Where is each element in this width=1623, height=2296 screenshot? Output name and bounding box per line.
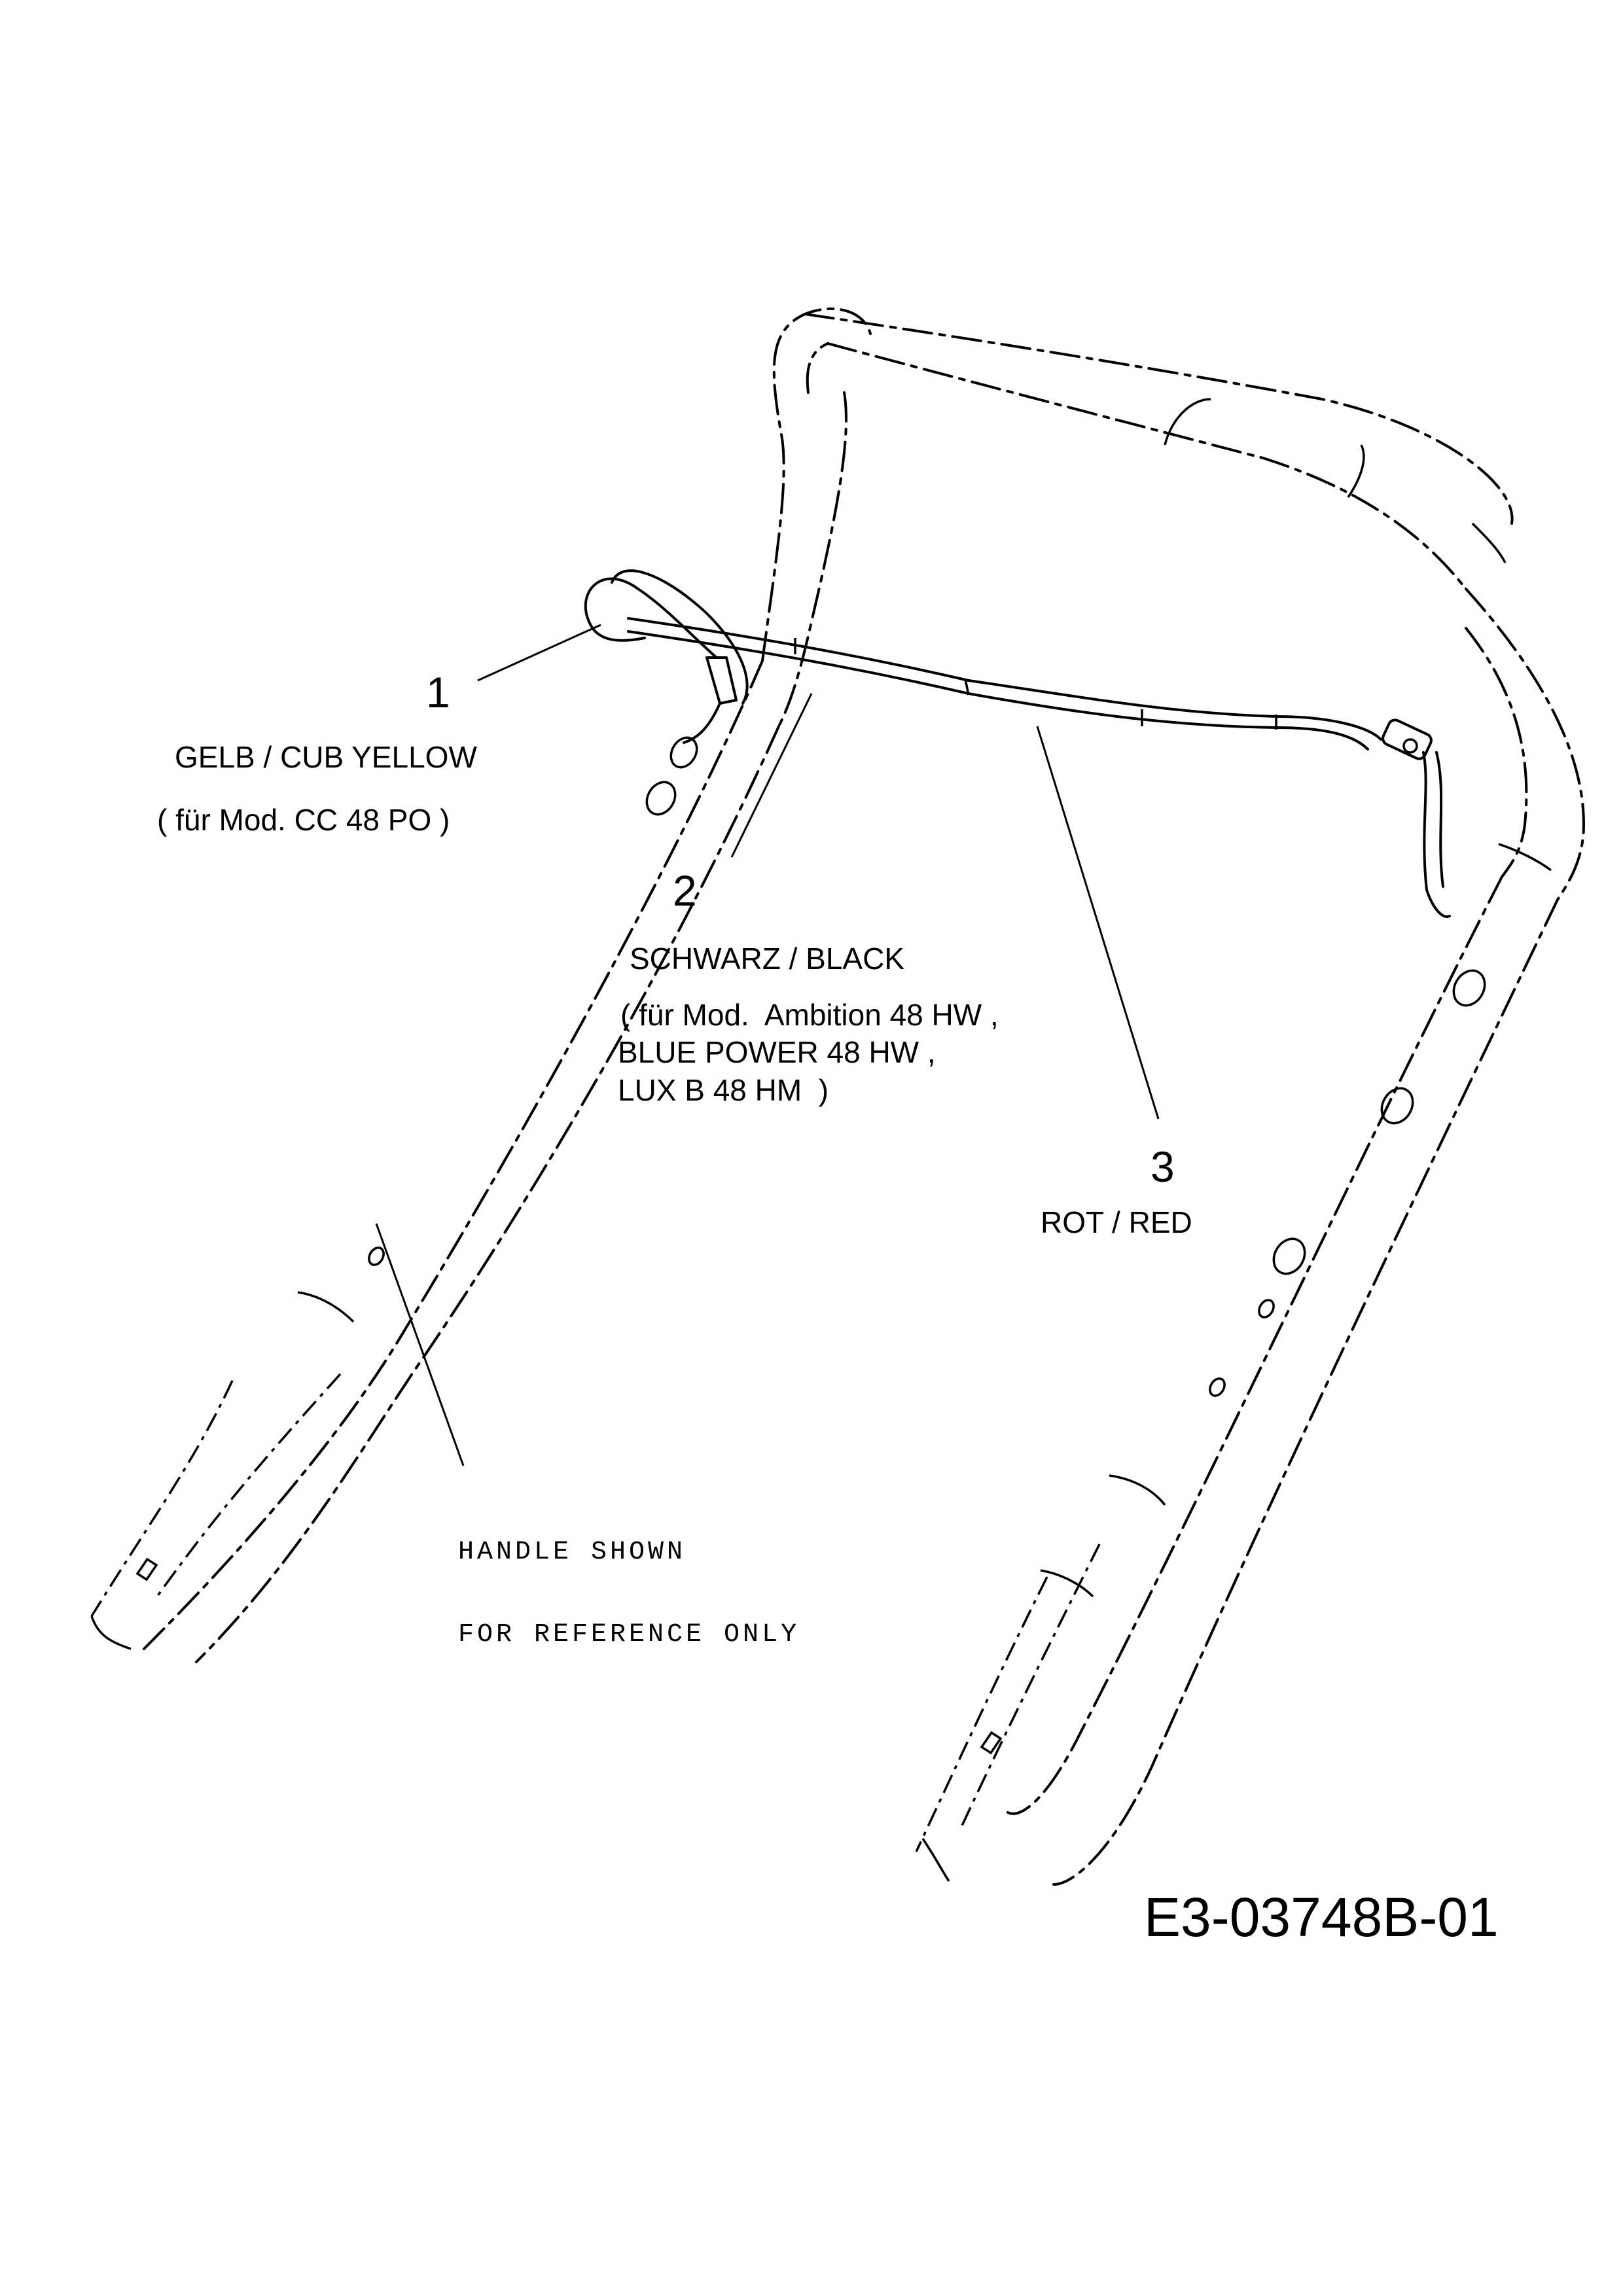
callout-number-1: 1 xyxy=(426,668,450,716)
callout-number-2: 2 xyxy=(673,866,697,915)
leader-line-3 xyxy=(1036,726,1160,1120)
callout-2-model-line-1: ( für Mod. Ambition 48 HW , xyxy=(620,998,999,1032)
callout-2-model-line-3: LUX B 48 HM ) xyxy=(618,1073,829,1107)
drawing-code: E3-03748B-01 xyxy=(1144,1886,1499,1948)
callout-1-color: GELB / CUB YELLOW xyxy=(175,740,477,774)
callout-number-3: 3 xyxy=(1150,1142,1175,1191)
callout-2-color: SCHWARZ / BLACK xyxy=(630,942,905,976)
callout-2-model-line-2: BLUE POWER 48 HW , xyxy=(618,1035,936,1069)
callout-3-color: ROT / RED xyxy=(1041,1205,1192,1239)
leader-lines xyxy=(375,624,1160,1466)
leader-line-1 xyxy=(477,624,601,682)
leader-line-ref xyxy=(375,1223,465,1466)
reference-note: HANDLE SHOWN FOR REFERENCE ONLY xyxy=(458,1484,800,1676)
callout-1-model: ( für Mod. CC 48 PO ) xyxy=(157,803,450,837)
reference-note-line-2: FOR REFERENCE ONLY xyxy=(458,1620,800,1650)
handle-phantom xyxy=(90,308,1586,1886)
control-cable xyxy=(584,569,1451,918)
leader-line-2 xyxy=(730,693,813,858)
reference-note-line-1: HANDLE SHOWN xyxy=(458,1538,687,1567)
